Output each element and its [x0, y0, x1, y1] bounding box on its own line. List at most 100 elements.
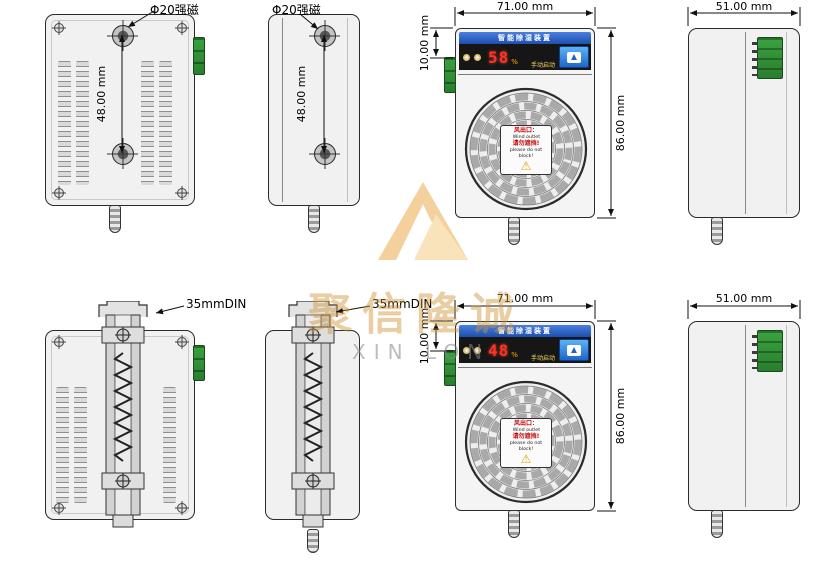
- vent-slots-column: [159, 61, 172, 185]
- corner-screw: [54, 23, 64, 33]
- warning-en: please do not block!: [509, 146, 543, 159]
- callout-din: 35mmDIN: [372, 297, 433, 311]
- side-view-magnet: [268, 14, 360, 233]
- indicator-led: [463, 346, 470, 354]
- panel-seam: [745, 325, 746, 507]
- mode-label: 手动启动: [530, 62, 555, 69]
- percent-unit: %: [511, 57, 518, 66]
- front-view-top: 智能除湿装置 58 % 手动启动: [444, 28, 595, 245]
- terminal-connector-side: [752, 330, 783, 372]
- alarm-display-icon: [567, 51, 581, 63]
- sensor-probe: [508, 510, 520, 538]
- panel-outline: [51, 20, 189, 200]
- dim-front-height: 86.00 mm: [614, 94, 627, 152]
- vent-slots-column: [58, 61, 71, 185]
- vent-slots-column: [141, 61, 154, 185]
- magnet-top: [314, 25, 336, 47]
- humidity-readout: 48: [488, 340, 510, 360]
- callout-din: 35mmDIN: [186, 297, 247, 311]
- sensor-probe: [307, 529, 319, 553]
- dim-magnet-spacing: 48.00 mm: [295, 65, 308, 123]
- mode-label: 手动启动: [530, 355, 555, 362]
- alarm-panel: [559, 46, 589, 68]
- device-title: 智能除湿装置: [498, 327, 552, 335]
- connector-pins: [752, 42, 758, 76]
- warning-en: Wind outlet: [512, 427, 540, 433]
- percent-unit: %: [511, 350, 518, 359]
- dim-display-offset: 10.00 mm: [418, 307, 431, 365]
- vent-slots-column: [163, 387, 176, 503]
- vent-slots-column: [74, 387, 87, 503]
- warning-en: Wind outlet: [512, 134, 540, 140]
- dim-side-width: 51.00 mm: [715, 0, 773, 13]
- humidity-readout: 58: [488, 47, 510, 67]
- device-title: 智能除湿装置: [498, 34, 552, 42]
- terminal-connector: [193, 37, 205, 75]
- side-view-top: [688, 28, 800, 245]
- corner-screw: [177, 188, 187, 198]
- fan-grille: [464, 87, 588, 211]
- warning-cn: 风出口：: [513, 126, 538, 134]
- panel-seam: [347, 18, 348, 202]
- magnet-bottom: [314, 143, 336, 165]
- wind-outlet-warning-sticker: 风出口： Wind outlet 请勿遮挡! please do not blo…: [500, 418, 552, 468]
- connector-pins: [752, 335, 758, 369]
- corner-screw: [54, 503, 64, 513]
- corner-screw: [177, 337, 187, 347]
- panel-seam: [786, 32, 787, 214]
- din-rail-clip: [288, 301, 338, 528]
- dim-side-width: 51.00 mm: [715, 292, 773, 305]
- side-view-bottom: [688, 321, 800, 538]
- dim-display-offset: 10.00 mm: [418, 14, 431, 72]
- sensor-probe: [711, 510, 723, 538]
- back-view-magnet: [45, 14, 205, 233]
- terminal-connector: [193, 345, 205, 381]
- warning-cn: 风出口：: [513, 419, 538, 427]
- panel-seam: [786, 325, 787, 507]
- corner-screw: [177, 23, 187, 33]
- sensor-probe: [711, 217, 723, 245]
- panel-seam: [282, 18, 283, 202]
- magnet-top: [112, 25, 134, 47]
- dim-front-width: 71.00 mm: [496, 292, 554, 305]
- device-display: 58 % 手动启动: [459, 44, 591, 70]
- vent-slots-column: [76, 61, 89, 185]
- panel-seam: [745, 32, 746, 214]
- sensor-probe: [508, 217, 520, 245]
- indicator-led: [463, 53, 470, 61]
- magnet-bottom: [112, 143, 134, 165]
- sensor-probe: [308, 205, 320, 233]
- sensor-probe: [109, 205, 121, 233]
- back-view-din: [45, 301, 205, 528]
- front-view-bottom: 智能除湿装置 48 % 手动启动: [444, 321, 595, 538]
- dim-front-height: 86.00 mm: [614, 387, 627, 445]
- device-header: 智能除湿装置: [459, 32, 591, 44]
- warning-cn: 请勿遮挡!: [512, 432, 540, 440]
- device-header: 智能除湿装置: [459, 325, 591, 337]
- terminal-connector: [444, 350, 456, 386]
- device-display: 48 % 手动启动: [459, 337, 591, 363]
- indicator-led: [474, 53, 481, 61]
- panel-divider: [458, 74, 592, 75]
- dim-front-width: 71.00 mm: [496, 0, 554, 13]
- warning-en: please do not block!: [509, 439, 543, 452]
- din-rail-clip: [98, 301, 148, 528]
- warning-triangle-icon: ⚠: [520, 452, 532, 467]
- callout-magnet: Φ20强磁: [272, 3, 321, 17]
- terminal-connector: [444, 57, 456, 93]
- alarm-display-icon: [567, 344, 581, 356]
- alarm-panel: [559, 339, 589, 361]
- warning-cn: 请勿遮挡!: [512, 139, 540, 147]
- wind-outlet-warning-sticker: 风出口： Wind outlet 请勿遮挡! please do not blo…: [500, 125, 552, 175]
- warning-triangle-icon: ⚠: [520, 159, 532, 174]
- callout-magnet: Φ20强磁: [150, 3, 199, 17]
- corner-screw: [54, 188, 64, 198]
- dim-magnet-spacing: 48.00 mm: [95, 65, 108, 123]
- corner-screw: [54, 337, 64, 347]
- terminal-connector-side: [752, 37, 783, 79]
- side-view-din: [265, 301, 360, 553]
- panel-divider: [458, 367, 592, 368]
- indicator-led: [474, 346, 481, 354]
- corner-screw: [177, 503, 187, 513]
